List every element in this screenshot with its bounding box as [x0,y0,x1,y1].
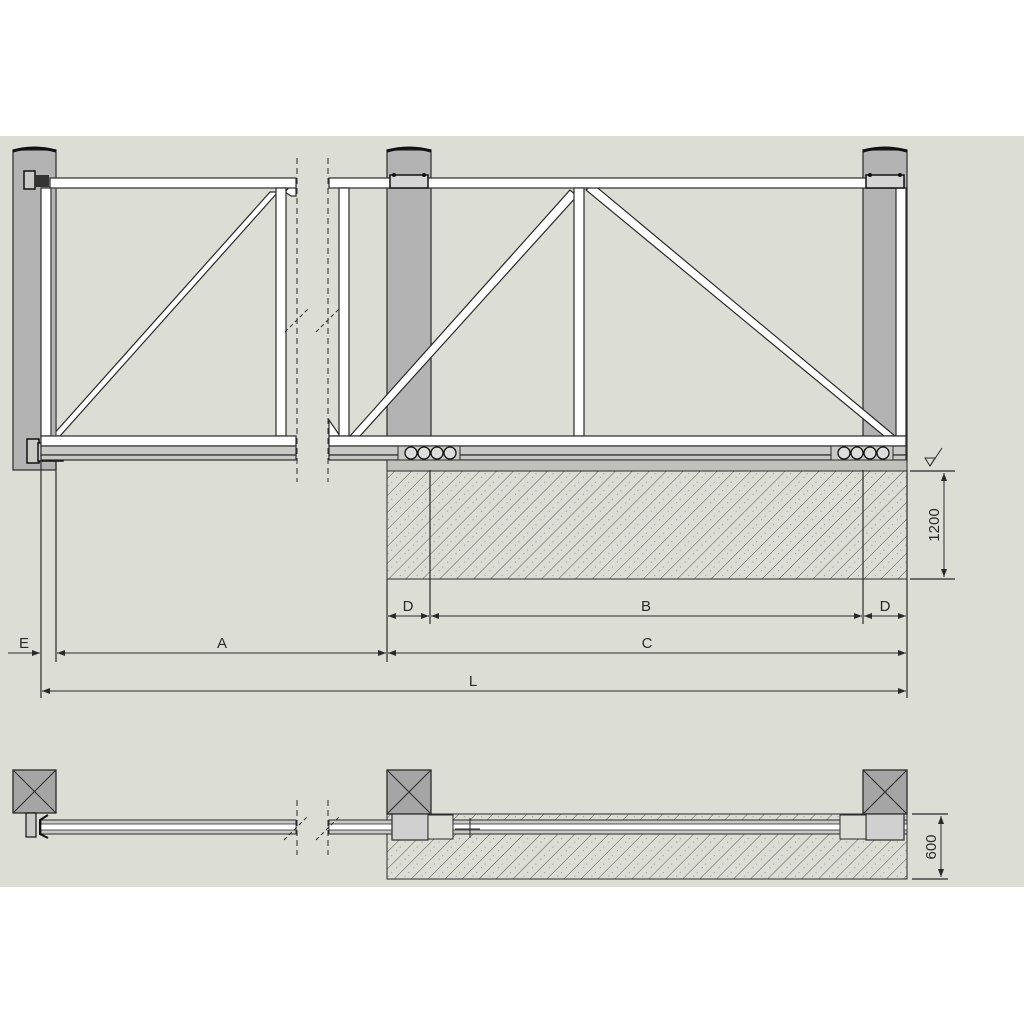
middle-post [386,146,432,463]
dimension-d-right-label: D [880,598,891,615]
gate-leaf-right-section [328,173,907,461]
ground-level-symbol [915,447,950,472]
dimension-foundation-width: 600 [912,813,948,880]
dimension-d-left-label: D [403,598,414,615]
elevation-view: 1200 D B D E A C L [8,146,955,698]
plan-break-lines [283,800,341,855]
dimension-row-l: L [42,673,906,694]
dimension-l-label: L [469,673,477,690]
break-lines [284,158,340,482]
gate-leaf-left-section [40,177,297,461]
left-post-plan [12,769,57,839]
plan-view: 600 [12,769,948,880]
dimension-row-dbd: D B D [388,598,906,619]
right-post-plan [839,769,908,841]
roller-carriage-right [830,445,894,471]
middle-post-plan [386,769,454,841]
dimension-1200-label: 1200 [926,508,943,541]
dimension-c-label: C [642,635,653,652]
dimension-e-label: E [19,635,29,652]
gate-leaf-plan [40,818,908,838]
dimension-b-label: B [641,598,651,615]
dimension-foundation-depth: 1200 [926,473,947,577]
dimension-a-label: A [217,635,227,652]
dimension-row-eac: E A C [8,635,906,656]
foundation-elevation [386,470,908,580]
dimension-600-label: 600 [923,834,940,859]
